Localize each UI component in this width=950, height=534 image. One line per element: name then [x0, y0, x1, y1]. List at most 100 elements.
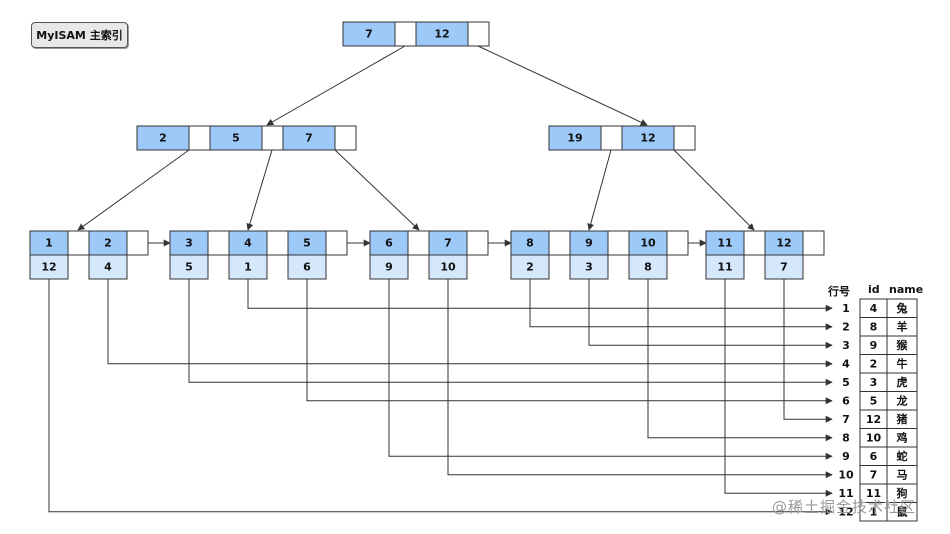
row-pointer-line	[247, 279, 833, 312]
leaf-link-cell	[802, 230, 825, 256]
internal-key-cell	[209, 125, 263, 151]
table-name: 兔	[896, 301, 908, 315]
table-name: 鸡	[896, 430, 908, 444]
leaf-key: 1	[45, 237, 53, 250]
table-name: 虎	[897, 375, 908, 389]
table-name: 猪	[896, 412, 908, 426]
root-key: 12	[434, 28, 449, 41]
leaf-link-cell	[325, 230, 348, 256]
leaf-row-pointer: 11	[717, 261, 732, 274]
table-id: 5	[870, 394, 878, 407]
leaf-row-cell	[510, 254, 550, 280]
table-row-number: 5	[842, 376, 850, 389]
leaf-row-pointer: 6	[303, 261, 311, 274]
leaf-key-cell	[88, 230, 128, 256]
leaf-row-pointer: 3	[585, 261, 593, 274]
leaf-key: 2	[104, 237, 112, 250]
leaf-key: 9	[585, 237, 593, 250]
leaf-row-pointer: 7	[780, 261, 788, 274]
leaf-link-cell	[207, 230, 230, 256]
leaf-row-cell	[428, 254, 468, 280]
table-row-number: 3	[842, 339, 850, 352]
leaf-key: 7	[444, 237, 452, 250]
internal-key: 5	[232, 132, 240, 145]
leaf-key: 4	[244, 237, 252, 250]
leaf-row-cell	[764, 254, 804, 280]
table-row-number: 10	[838, 468, 854, 481]
tree-edge	[246, 149, 273, 231]
root-key: 7	[365, 28, 373, 41]
leaf-row-cell	[569, 254, 609, 280]
table-name: 蛇	[897, 449, 908, 463]
leaf-row-pointer: 10	[440, 261, 456, 274]
table-row-number: 7	[842, 413, 850, 426]
internal-key-cell	[136, 125, 190, 151]
row-pointer-line	[447, 279, 833, 479]
tree-edge	[673, 149, 755, 231]
leaf-row-pointer: 4	[104, 261, 112, 274]
tree-edge	[587, 149, 612, 231]
row-pointer-line	[647, 279, 833, 442]
table-header-row: 行号	[828, 285, 850, 298]
leaf-key-cell	[628, 230, 668, 256]
internal-pointer-cell	[334, 125, 357, 151]
table-id: 7	[870, 468, 878, 481]
table-id: 12	[866, 413, 881, 426]
internal-pointer-cell	[673, 125, 696, 151]
internal-key: 7	[305, 132, 313, 145]
table-row-number: 4	[842, 357, 850, 370]
row-pointer-line	[783, 279, 833, 423]
leaf-link-cell	[607, 230, 630, 256]
leaf-link-cell	[266, 230, 289, 256]
table-row-number: 6	[842, 394, 850, 407]
tree-edge	[334, 149, 420, 231]
leaf-row-cell	[705, 254, 745, 280]
leaf-key: 11	[717, 237, 732, 250]
internal-pointer-cell	[188, 125, 211, 151]
leaf-key: 6	[385, 237, 393, 250]
table-id: 3	[870, 376, 878, 389]
internal-pointer-cell	[261, 125, 284, 151]
leaf-row-cell	[369, 254, 409, 280]
table-cell-name	[886, 502, 918, 522]
table-name: 马	[897, 468, 908, 481]
leaf-row-cell	[228, 254, 268, 280]
table-name: 狗	[897, 486, 908, 500]
leaf-row-pointer: 8	[644, 261, 652, 274]
table-id: 6	[870, 450, 878, 463]
leaf-row-pointer: 12	[41, 261, 56, 274]
table-name: 羊	[897, 319, 908, 333]
leaf-row-pointer: 1	[244, 261, 252, 274]
table-id: 1	[870, 505, 878, 518]
leaf-row-cell	[29, 254, 69, 280]
leaf-link-cell	[466, 230, 489, 256]
table-id: 4	[870, 302, 878, 315]
internal-pointer-cell	[600, 125, 623, 151]
leaf-key-cell	[510, 230, 550, 256]
row-pointer-line	[188, 279, 833, 386]
row-pointer-line	[107, 279, 833, 368]
leaf-key-cell	[428, 230, 468, 256]
watermark: @稀土掘金技术社区	[772, 498, 917, 516]
row-pointer-line	[724, 279, 833, 497]
diagram-title: MyISAM 主索引	[31, 22, 128, 48]
leaf-key: 10	[640, 237, 656, 250]
tree-edge	[477, 45, 648, 126]
leaf-link-cell	[743, 230, 766, 256]
table-row-number: 11	[838, 487, 853, 500]
row-pointer-line	[588, 279, 833, 349]
internal-key-cell	[621, 125, 675, 151]
root-pointer-cell	[394, 21, 417, 47]
leaf-row-pointer: 5	[185, 261, 193, 274]
leaf-key: 3	[185, 237, 193, 250]
table-header-name: name	[889, 283, 924, 296]
root-pointer-cell	[467, 21, 490, 47]
leaf-row-pointer: 9	[385, 261, 393, 274]
table-id: 2	[870, 357, 878, 370]
leaf-row-cell	[169, 254, 209, 280]
leaf-row-cell	[628, 254, 668, 280]
table-id: 10	[866, 431, 882, 444]
leaf-key-cell	[287, 230, 327, 256]
leaf-key: 8	[526, 237, 534, 250]
